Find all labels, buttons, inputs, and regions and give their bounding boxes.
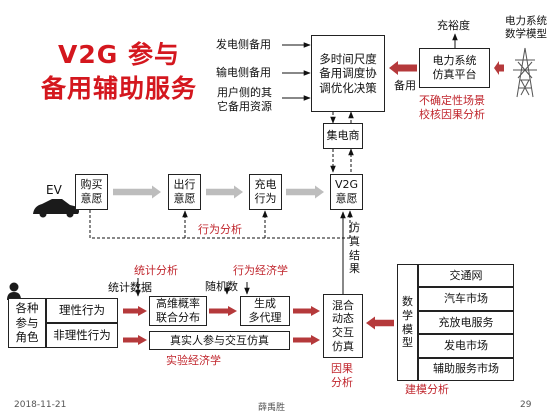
experimental-econ-label: 实验经济学 — [166, 354, 221, 367]
reserve-arrow — [389, 61, 417, 75]
uncertainty-label: 不确定性场景 校核因果分析 — [419, 94, 485, 121]
title-line-2: 备用辅助服务 — [40, 73, 197, 103]
math-model-top-label: 电力系统 数学模型 — [505, 15, 547, 41]
math-model-item: 辅助服务市场 — [418, 357, 514, 381]
flow-arrow — [123, 306, 147, 316]
flow-arrow — [206, 185, 243, 199]
sim-result-label: 仿 真 结 果 — [349, 221, 360, 276]
source-transmission: 输电侧备用 — [216, 66, 271, 79]
hybrid-sim-box: 混合 动态 交互 仿真 — [323, 294, 363, 358]
behavioral-econ-label: 行为经济学 — [233, 264, 288, 277]
footer-date: 2018-11-21 — [14, 400, 67, 410]
causal-analysis-label: 因果 分析 — [331, 362, 353, 389]
irrational-behavior-box: 非理性行为 — [46, 323, 118, 348]
title-line-1: V2G 参与 — [58, 40, 180, 69]
aggregator-box: 集电商 — [323, 123, 363, 149]
rational-behavior-box: 理性行为 — [46, 298, 118, 323]
flow-arrow — [293, 306, 320, 316]
math-model-item: 充放电服务 — [418, 310, 514, 335]
math-model-item: 交通网 — [418, 264, 514, 288]
reserve-label: 备用 — [394, 79, 416, 92]
high-dim-distribution-box: 高维概率 联合分布 — [149, 296, 207, 326]
power-system-sim-box: 电力系统 仿真平台 — [419, 48, 490, 88]
charging-behavior-box: 充电 行为 — [249, 174, 282, 210]
math-model-box: 数 学 模 型 — [397, 264, 418, 381]
flow-arrow — [123, 335, 147, 345]
math-model-item: 汽车市场 — [418, 287, 514, 311]
model-arrow — [494, 61, 504, 75]
footer-page: 29 — [520, 400, 532, 410]
flow-arrow — [286, 185, 324, 199]
flow-arrow — [293, 335, 320, 345]
flow-arrow — [113, 185, 161, 199]
model-arrow — [366, 316, 394, 330]
modeling-analysis-label: 建模分析 — [405, 383, 449, 396]
ev-label: EV — [46, 183, 62, 197]
transmission-tower-icon — [513, 47, 537, 98]
real-person-sim-box: 真实人参与交互仿真 — [149, 331, 290, 350]
math-model-item: 发电市场 — [418, 334, 514, 358]
multi-agent-box: 生成 多代理 — [240, 296, 290, 326]
v2g-intention-box: V2G 意愿 — [330, 174, 363, 210]
travel-intention-box: 出行 意愿 — [168, 174, 201, 210]
random-number-label: 随机数 — [205, 280, 238, 293]
page-title: V2G 参与 备用辅助服务 — [14, 38, 224, 106]
adequacy-label: 充裕度 — [437, 19, 470, 32]
flow-arrow — [209, 306, 237, 316]
statistical-data-label: 统计数据 — [108, 281, 152, 294]
source-user-side: 用户侧的其 它备用资源 — [217, 86, 272, 113]
car-icon — [33, 199, 79, 218]
source-generation: 发电侧备用 — [216, 38, 271, 51]
statistical-analysis-label: 统计分析 — [134, 264, 178, 277]
footer-author: 薛禹胜 — [258, 403, 286, 413]
purchase-intention-box: 购买 意愿 — [75, 174, 108, 210]
behavior-analysis-label: 行为分析 — [198, 223, 242, 236]
multi-scale-dispatch-box: 多时间尺度 备用调度协 调优化决策 — [311, 35, 385, 112]
participants-box: 各种 参与 角色 — [8, 298, 46, 348]
